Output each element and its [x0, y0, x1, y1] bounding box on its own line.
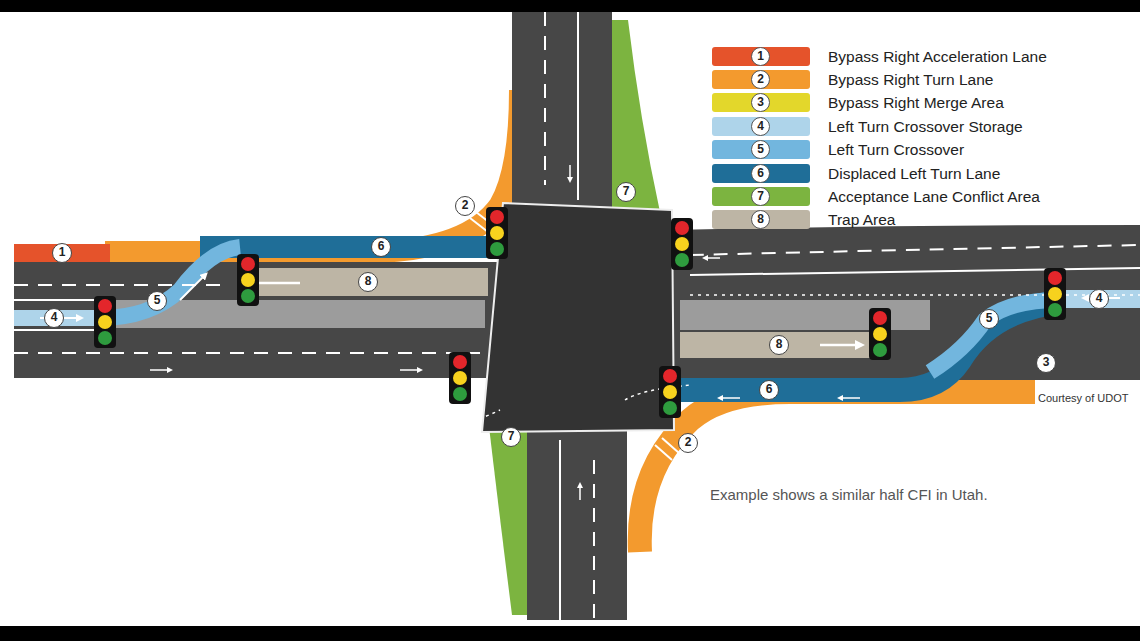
legend-text: Bypass Right Acceleration Lane	[828, 47, 1047, 66]
frame-bar	[0, 626, 1140, 641]
callout-number: 7	[501, 427, 521, 447]
acceleration-lane	[14, 244, 110, 262]
callout-number: 3	[1036, 353, 1056, 373]
legend-swatch: 4	[712, 117, 810, 136]
acceptance-area	[488, 418, 527, 615]
traffic-signal	[1044, 268, 1066, 320]
left-turn-crossover	[930, 300, 1060, 372]
legend-swatch: 5	[712, 140, 810, 159]
acceptance-area	[612, 20, 660, 212]
callout-number: 5	[751, 140, 770, 159]
median	[680, 300, 930, 330]
traffic-signal	[659, 366, 681, 418]
legend-swatch: 8	[712, 210, 810, 229]
traffic-signal	[486, 207, 508, 259]
crossover-storage	[1060, 290, 1140, 308]
traffic-signal	[94, 296, 116, 348]
legend-text: Left Turn Crossover	[828, 140, 964, 159]
callout-number: 2	[678, 433, 698, 453]
callout-number: 4	[751, 117, 770, 136]
road	[512, 12, 612, 208]
callout-number: 7	[751, 187, 770, 206]
traffic-signal	[671, 218, 693, 270]
callout-number: 2	[455, 196, 475, 216]
callout-number: 6	[371, 237, 391, 257]
legend-text: Left Turn Crossover Storage	[828, 117, 1023, 136]
trap-area	[680, 332, 880, 358]
bypass-right-turn	[105, 90, 520, 252]
legend-swatch: 7	[712, 187, 810, 206]
legend-text: Trap Area	[828, 210, 896, 229]
legend-text: Displaced Left Turn Lane	[828, 164, 1000, 183]
legend-swatch: 6	[712, 164, 810, 183]
left-turn-crossover	[100, 247, 240, 318]
callout-number: 4	[1089, 289, 1109, 309]
legend-swatch: 3	[712, 93, 810, 112]
road	[527, 430, 627, 620]
traffic-signal	[869, 308, 891, 360]
legend-text: Bypass Right Turn Lane	[828, 70, 993, 89]
road	[672, 225, 1140, 380]
traffic-signal	[449, 352, 471, 404]
callout-number: 4	[44, 308, 64, 328]
callout-number: 1	[751, 47, 770, 66]
intersection	[482, 203, 674, 432]
callout-number: 8	[751, 210, 770, 229]
traffic-signal	[237, 254, 259, 306]
callout-number: 3	[751, 93, 770, 112]
legend-swatch: 1	[712, 47, 810, 66]
frame-bar	[0, 0, 1140, 12]
callout-number: 2	[751, 70, 770, 89]
bypass-right-turn	[640, 392, 1035, 552]
legend-text: Bypass Right Merge Area	[828, 93, 1004, 112]
callout-number: 6	[759, 380, 779, 400]
legend-swatch: 2	[712, 70, 810, 89]
callout-number: 5	[147, 291, 167, 311]
callout-number: 7	[616, 182, 636, 202]
callout-number: 1	[52, 243, 72, 263]
note-text: Courtesy of UDOT	[1038, 392, 1128, 404]
legend-text: Acceptance Lane Conflict Area	[828, 187, 1040, 206]
note-text: Example shows a similar half CFI in Utah…	[710, 486, 988, 503]
trap-area	[238, 268, 488, 296]
callout-number: 6	[751, 164, 770, 183]
callout-number: 8	[769, 335, 789, 355]
callout-number: 5	[979, 309, 999, 329]
callout-number: 8	[358, 272, 378, 292]
